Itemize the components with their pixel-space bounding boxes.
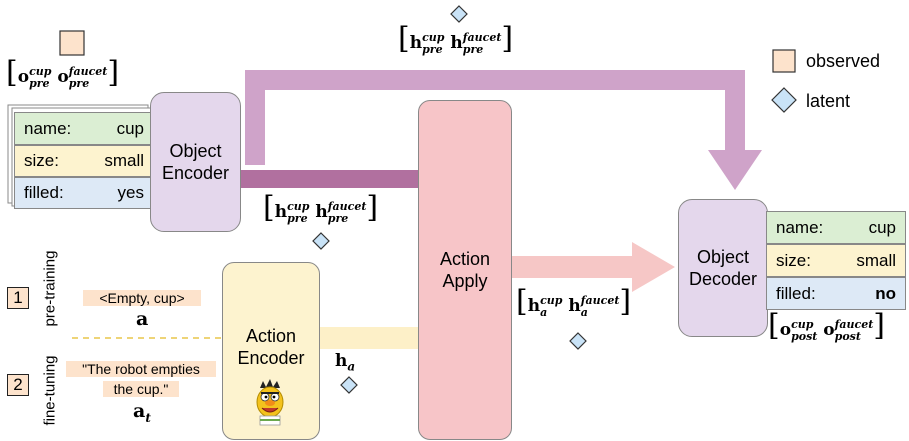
legend-latent-label: latent: [806, 91, 851, 111]
output-table-size-row: size:small: [766, 244, 906, 277]
pretraining-example: <Empty, cup>: [83, 290, 201, 306]
encoder-to-apply-arrow: [240, 170, 440, 188]
action-latent-label: ha: [335, 351, 356, 374]
latent-diamond-pre: [312, 232, 330, 250]
skip-connection-arrowhead: [708, 150, 762, 190]
finetuning-label: fine-tuning: [41, 355, 59, 426]
action-to-apply-arrow: [320, 327, 438, 349]
observed-input-square: [59, 30, 85, 56]
input-table-filled-row: filled:yes: [14, 177, 154, 209]
bert-mascot-icon: [256, 379, 284, 426]
input-table-size-row: size:small: [14, 145, 154, 177]
stage-1-marker: 1: [7, 287, 29, 309]
output-table-filled-row: filled:no: [766, 277, 906, 310]
input-table-name-row: name:cup: [14, 112, 154, 145]
stage-2-marker: 2: [7, 374, 29, 396]
apply-to-decoder-arrowhead: [632, 242, 675, 292]
finetuning-action-symbol: at: [133, 400, 151, 425]
legend-observed-label: observed: [806, 51, 881, 71]
skip-connection-arrow: [245, 70, 745, 165]
latent-diamond-ha: [340, 376, 358, 394]
pretraining-label: pre-training: [41, 250, 59, 327]
latent-diamond-a: [569, 332, 587, 350]
output-table-name-row: name:cup: [766, 211, 906, 244]
apply-to-decoder-arrow: [512, 256, 635, 278]
finetuning-example-line1: "The robot empties: [66, 361, 216, 377]
latent-diamond-top: [450, 5, 468, 23]
observed-legend-square: [772, 49, 796, 73]
finetuning-example-line2: the cup.": [103, 381, 179, 397]
pretraining-action-symbol: a: [136, 308, 149, 330]
latent-legend-diamond: [771, 87, 797, 113]
